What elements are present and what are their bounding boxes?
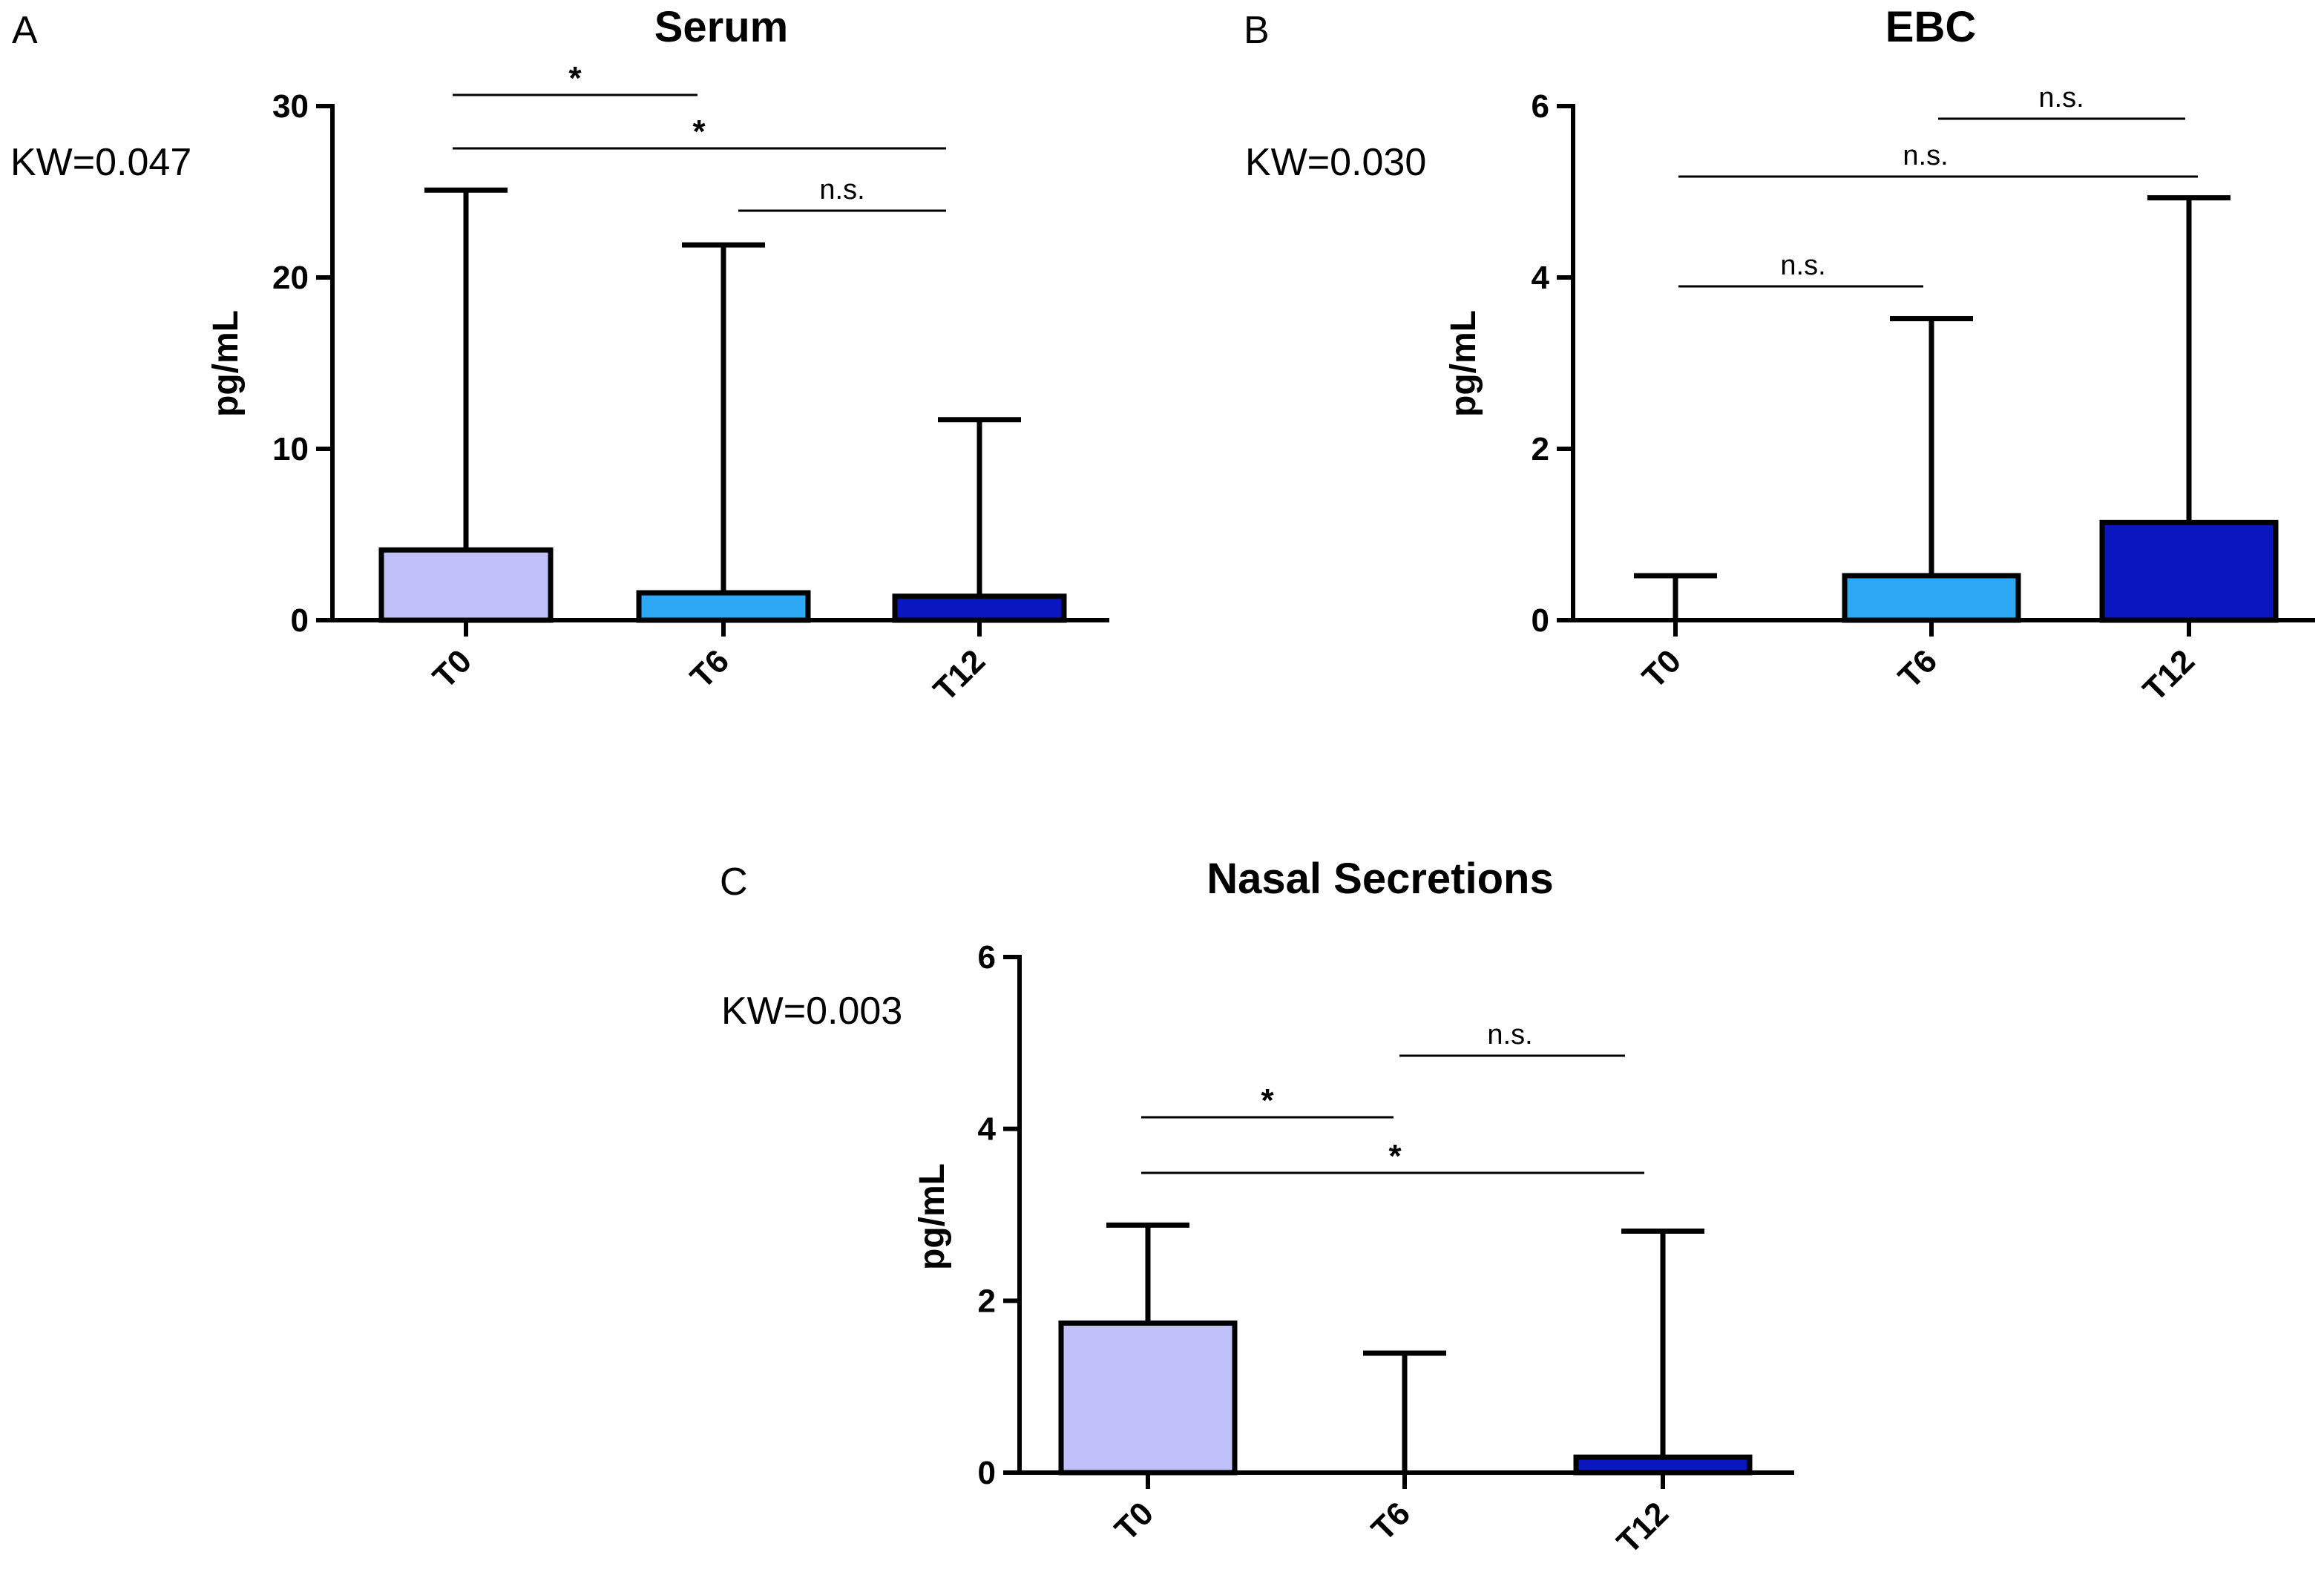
- kw-annotation: KW=0.030: [1245, 141, 1426, 184]
- x-tick-label-t0: T0: [1635, 642, 1688, 695]
- significance-label: *: [1388, 1138, 1402, 1174]
- bar-t0: [378, 547, 554, 623]
- y-tick-label: 4: [1532, 260, 1550, 296]
- y-axis-label: pg/mL: [206, 310, 246, 417]
- chart-panel-b: B EBC KW=0.030 pg/mL 0 2 4 6T0 T6 T12 n.s. n.s. n.s.: [1244, 3, 2315, 708]
- x-tick-label-t6: T6: [1891, 642, 1944, 695]
- bar-t0: [1058, 1320, 1238, 1476]
- y-tick-label: 4: [978, 1111, 997, 1148]
- y-tick-label: 6: [978, 939, 996, 976]
- y-tick-label: 10: [272, 431, 309, 467]
- significance-label: n.s.: [2038, 82, 2084, 114]
- panel-letter: B: [1244, 9, 1270, 52]
- y-tick-label: 0: [291, 602, 309, 639]
- significance-label: *: [568, 60, 582, 96]
- panel-letter: C: [720, 861, 748, 904]
- x-tick-label-t6: T6: [1365, 1495, 1417, 1548]
- chart-title: EBC: [1885, 3, 1976, 51]
- significance-label: n.s.: [1780, 250, 1825, 281]
- x-tick-label-t12: T12: [1610, 1495, 1675, 1560]
- chart-title: Nasal Secretions: [1207, 855, 1553, 903]
- significance-label: *: [1261, 1082, 1274, 1119]
- y-tick-label: 20: [272, 260, 309, 296]
- y-axis-label: pg/mL: [1444, 310, 1483, 417]
- panel-letter: A: [12, 9, 38, 52]
- y-axis-label: pg/mL: [913, 1163, 952, 1270]
- bar-t12: [1573, 1454, 1753, 1476]
- y-tick-label: 0: [978, 1455, 996, 1491]
- bar-t12: [892, 593, 1067, 623]
- y-tick-label: 0: [1532, 602, 1549, 639]
- significance-label: n.s.: [819, 174, 864, 205]
- y-tick-label: 30: [272, 88, 309, 125]
- y-tick-label: 2: [978, 1283, 996, 1319]
- x-tick-label-t12: T12: [2136, 642, 2202, 708]
- significance-label: n.s.: [1903, 140, 1948, 171]
- kw-annotation: KW=0.047: [10, 141, 191, 184]
- kw-annotation: KW=0.003: [721, 990, 902, 1033]
- bar-t6: [1842, 573, 2021, 623]
- bar-t6: [636, 590, 811, 623]
- bar-t12: [2099, 519, 2279, 623]
- x-tick-label-t0: T0: [1108, 1495, 1161, 1548]
- significance-label: *: [692, 114, 706, 150]
- significance-label: n.s.: [1487, 1019, 1532, 1050]
- x-tick-label-t0: T0: [426, 642, 479, 695]
- x-tick-label-t6: T6: [683, 642, 736, 695]
- chart-title: Serum: [654, 3, 789, 51]
- y-tick-label: 6: [1532, 88, 1549, 125]
- x-tick-label-t12: T12: [927, 642, 992, 708]
- y-tick-label: 2: [1532, 431, 1549, 467]
